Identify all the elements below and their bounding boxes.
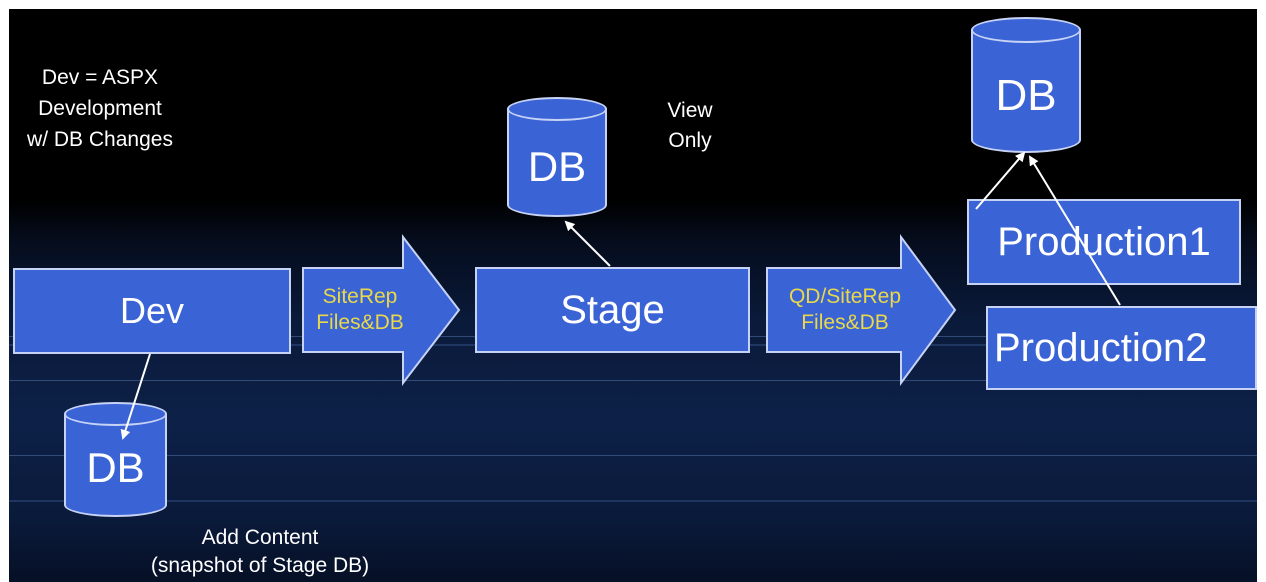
dev-note-line: w/ DB Changes — [27, 128, 173, 151]
dev-node-label: Dev — [119, 290, 185, 331]
dev-db-cylinder: DB — [64, 402, 167, 517]
stage-to-production-arrow — [766, 233, 957, 387]
view-only-line: View — [667, 99, 713, 122]
production2-to-db-connector — [1028, 155, 1121, 306]
stage-db-label: DB — [527, 143, 587, 190]
production-db-cylinder: DB — [971, 17, 1081, 153]
dev-note-line: Development — [38, 97, 162, 120]
background-band — [0, 455, 1266, 456]
dev-db-label: DB — [86, 444, 145, 491]
dev-node: Dev — [13, 268, 291, 354]
add-content-line: (snapshot of Stage DB) — [150, 554, 370, 577]
arrow-label-line: SiteRep — [322, 285, 398, 308]
stage-node: Stage — [475, 267, 750, 353]
dev-to-stage-arrow — [302, 234, 461, 386]
background-band — [0, 380, 1266, 381]
stage-node-label: Stage — [560, 287, 665, 332]
production2-node: Production2 — [986, 306, 1257, 390]
arrow-label-line: Files&DB — [801, 311, 889, 334]
add-content-note: Add Content (snapshot of Stage DB) — [110, 524, 410, 580]
background-band — [0, 500, 1266, 502]
arrow-label-line: Files&DB — [316, 311, 404, 334]
production2-node-label: Production2 — [994, 325, 1208, 370]
dev-note-line: Dev = ASPX — [41, 66, 159, 89]
arrow-label-line: QD/SiteRep — [788, 285, 902, 308]
stage-db-cylinder: DB — [507, 97, 607, 217]
stage-to-db-connector — [564, 220, 611, 267]
view-only-line: Only — [668, 129, 712, 152]
production1-to-db-connector — [975, 151, 1026, 210]
dev-to-db-connector — [120, 353, 151, 440]
production-db-label: DB — [995, 71, 1057, 120]
production1-node-label: Production1 — [997, 219, 1211, 264]
add-content-line: Add Content — [201, 526, 319, 549]
view-only-note: View Only — [650, 96, 730, 156]
dev-to-stage-label: SiteRep Files&DB — [300, 284, 420, 336]
frame-top — [0, 0, 1266, 9]
frame-right — [1257, 0, 1266, 582]
stage-to-production-label: QD/SiteRep Files&DB — [770, 284, 920, 336]
dev-note: Dev = ASPX Development w/ DB Changes — [0, 62, 210, 155]
production1-node: Production1 — [967, 199, 1241, 285]
frame-left — [0, 0, 9, 582]
